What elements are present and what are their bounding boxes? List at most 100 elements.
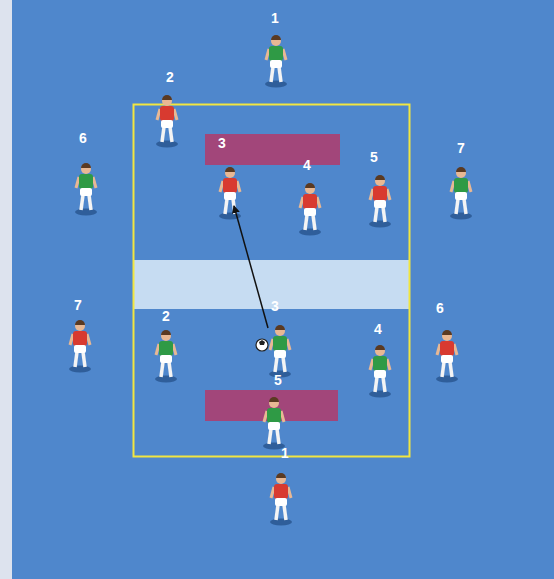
player-figure bbox=[75, 163, 97, 216]
player-hair bbox=[81, 163, 91, 168]
player-head bbox=[456, 168, 466, 178]
player-head bbox=[442, 331, 452, 341]
player-hair bbox=[305, 183, 315, 188]
player-hair bbox=[75, 320, 85, 325]
player-arm bbox=[76, 177, 79, 188]
player-shirt bbox=[274, 484, 288, 499]
player-shadow bbox=[156, 141, 178, 148]
player-hair bbox=[276, 473, 286, 478]
player-arm bbox=[387, 189, 390, 200]
player-leg bbox=[383, 207, 385, 222]
player-arm bbox=[370, 359, 373, 370]
player-shirt bbox=[454, 178, 468, 193]
player-arm bbox=[93, 177, 96, 188]
player-arm bbox=[370, 189, 373, 200]
player-leg bbox=[169, 362, 171, 377]
player-hair bbox=[375, 175, 385, 180]
player-shirt bbox=[79, 174, 93, 189]
player-arm bbox=[156, 344, 159, 355]
player-leg bbox=[277, 429, 279, 444]
player-shorts bbox=[160, 355, 172, 363]
player-arm bbox=[454, 344, 457, 355]
player-figure bbox=[265, 35, 287, 88]
player-shadow bbox=[299, 229, 321, 236]
player-shirt bbox=[373, 356, 387, 371]
player-figure bbox=[299, 183, 321, 236]
pass-arrow bbox=[234, 206, 268, 328]
player-shorts bbox=[455, 192, 467, 200]
player-leg bbox=[75, 352, 77, 367]
player-shadow bbox=[369, 221, 391, 228]
player-shorts bbox=[270, 60, 282, 68]
player-leg bbox=[313, 215, 315, 230]
player-leg bbox=[269, 429, 271, 444]
player-head bbox=[162, 96, 172, 106]
player-shorts bbox=[224, 192, 236, 200]
player-shirt bbox=[223, 178, 237, 193]
player-shadow bbox=[270, 519, 292, 526]
side-strip bbox=[0, 0, 12, 579]
player-arm bbox=[173, 344, 176, 355]
callout-number: 4 bbox=[303, 158, 311, 172]
player-shadow bbox=[75, 209, 97, 216]
player-leg bbox=[283, 357, 285, 372]
pitch-outline bbox=[134, 105, 410, 457]
player-hair bbox=[456, 167, 466, 172]
player-figure bbox=[69, 320, 91, 373]
player-arm bbox=[387, 359, 390, 370]
player-leg bbox=[225, 199, 227, 214]
callout-number: 6 bbox=[436, 301, 444, 315]
callout-number: 5 bbox=[274, 373, 282, 387]
player-leg bbox=[375, 377, 377, 392]
player-head bbox=[81, 164, 91, 174]
player-head bbox=[225, 168, 235, 178]
callout-number: 4 bbox=[374, 322, 382, 336]
callout-number: 5 bbox=[370, 150, 378, 164]
callout-number: 1 bbox=[271, 11, 279, 25]
player-head bbox=[375, 176, 385, 186]
player-hair bbox=[225, 167, 235, 172]
players bbox=[69, 35, 472, 526]
player-arm bbox=[157, 109, 160, 120]
player-figure bbox=[155, 330, 177, 383]
player-leg bbox=[383, 377, 385, 392]
player-figure bbox=[263, 397, 285, 450]
callout-number: 6 bbox=[79, 131, 87, 145]
player-arm bbox=[437, 344, 440, 355]
player-head bbox=[271, 36, 281, 46]
player-leg bbox=[275, 357, 277, 372]
player-head bbox=[276, 474, 286, 484]
callout-number: 7 bbox=[457, 141, 465, 155]
player-leg bbox=[375, 207, 377, 222]
player-leg bbox=[271, 67, 273, 82]
player-leg bbox=[284, 505, 286, 520]
target-zone bbox=[205, 134, 340, 165]
player-figure bbox=[269, 325, 291, 378]
player-arm bbox=[266, 49, 269, 60]
player-leg bbox=[81, 195, 83, 210]
player-shorts bbox=[80, 188, 92, 196]
player-figure bbox=[436, 330, 458, 383]
player-shirt bbox=[273, 336, 287, 351]
player-figure bbox=[369, 345, 391, 398]
player-leg bbox=[442, 362, 444, 377]
player-shadow bbox=[69, 366, 91, 373]
player-leg bbox=[162, 127, 164, 142]
player-arm bbox=[300, 197, 303, 208]
player-hair bbox=[275, 325, 285, 330]
ball bbox=[256, 339, 268, 351]
player-shadow bbox=[450, 213, 472, 220]
player-leg bbox=[456, 199, 458, 214]
player-shadow bbox=[155, 376, 177, 383]
player-shirt bbox=[267, 408, 281, 423]
player-shadow bbox=[436, 376, 458, 383]
player-shorts bbox=[74, 345, 86, 353]
player-arm bbox=[283, 49, 286, 60]
player-arm bbox=[174, 109, 177, 120]
player-shirt bbox=[159, 341, 173, 356]
player-head bbox=[75, 321, 85, 331]
callout-number: 1 bbox=[281, 446, 289, 460]
player-leg bbox=[276, 505, 278, 520]
player-arm bbox=[264, 411, 267, 422]
